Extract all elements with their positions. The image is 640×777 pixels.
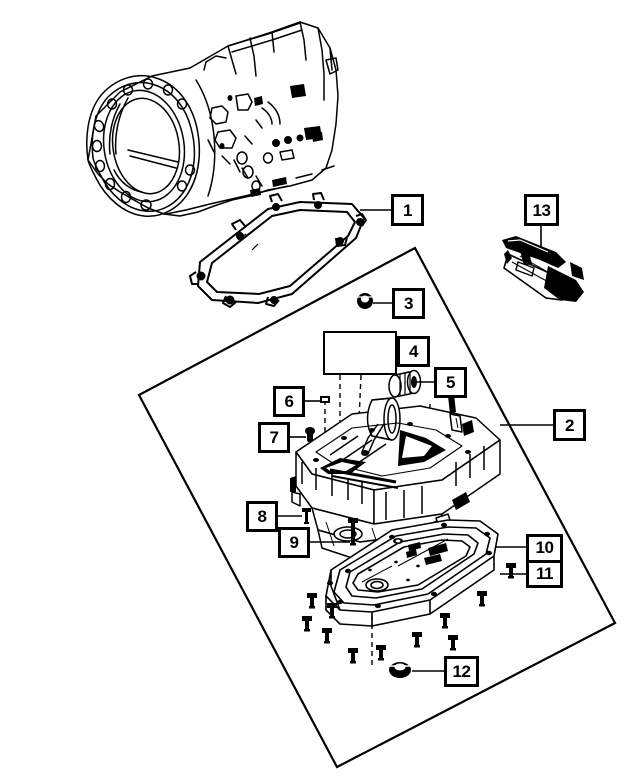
seal-plug [357, 293, 373, 309]
callout-box-2[interactable]: 2 [553, 409, 586, 441]
valve-body-assembly [290, 394, 501, 559]
detail-box-item4 [323, 331, 397, 375]
solenoid-sensor-assembly [502, 236, 584, 302]
callout-stack-10-11: 10 11 [526, 534, 563, 588]
drain-plug [389, 662, 411, 678]
oil-pan-bolt [302, 563, 516, 664]
valve-body-bolt-short [302, 508, 311, 524]
transmission-case-housing [86, 21, 339, 217]
valve-body-group-boundary [137, 246, 617, 769]
callout-box-13[interactable]: 13 [524, 194, 559, 226]
callout-box-1[interactable]: 1 [391, 194, 424, 226]
callout-box-9[interactable]: 9 [278, 527, 310, 558]
callout-box-3[interactable]: 3 [392, 288, 425, 319]
callout-box-7[interactable]: 7 [258, 422, 290, 453]
transmission-oil-pan [325, 519, 499, 627]
oil-pan-gasket [189, 192, 367, 308]
callout-box-6[interactable]: 6 [273, 386, 305, 417]
callout-box-12[interactable]: 12 [444, 656, 479, 687]
valve-body-bolt-long [348, 518, 358, 546]
dowel-pin [305, 427, 315, 443]
callout-box-11[interactable]: 11 [529, 559, 560, 586]
callout-box-10[interactable]: 10 [535, 538, 554, 558]
retainer-clip [320, 396, 330, 403]
callout-box-5[interactable]: 5 [434, 367, 467, 398]
callout-box-8[interactable]: 8 [246, 501, 278, 532]
callout-box-4[interactable]: 4 [397, 336, 430, 367]
